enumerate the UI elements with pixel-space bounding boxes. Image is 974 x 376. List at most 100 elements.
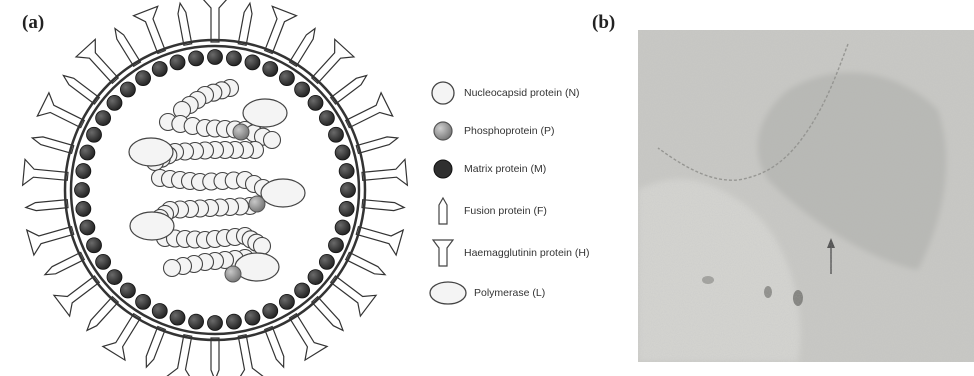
- matrix-bead: [189, 51, 204, 66]
- fusion-spike: [143, 327, 166, 369]
- legend-item-nucleocapsid: Nucleocapsid protein (N): [428, 78, 580, 108]
- fusion-spike: [84, 297, 118, 333]
- matrix-bead: [96, 111, 111, 126]
- polymerase-ellipse: [235, 253, 279, 281]
- phosphoprotein-bead: [233, 124, 249, 140]
- phosphoprotein-bead: [225, 266, 241, 282]
- haemagglutinin-spike: [256, 6, 296, 56]
- matrix-bead: [335, 145, 350, 160]
- legend-item-matrix: Matrix protein (M): [428, 154, 546, 184]
- legend-label-phosphoprotein: Phosphoprotein (P): [464, 125, 554, 137]
- fusion-spike: [356, 134, 399, 153]
- fusion-spike: [211, 338, 219, 376]
- matrix-bead: [76, 201, 91, 216]
- electron-micrograph: [638, 30, 974, 362]
- fusion-spike: [112, 26, 141, 66]
- haemagglutinin-spike: [325, 269, 376, 316]
- polymerase-ellipse: [243, 99, 287, 127]
- matrix-bead: [308, 270, 323, 285]
- virus-diagram: [0, 0, 430, 376]
- matrix-bead: [226, 314, 241, 329]
- fusion-spike: [61, 72, 99, 104]
- matrix-bead: [136, 71, 151, 86]
- haemagglutinin-spike: [282, 309, 327, 360]
- matrix-bead: [120, 82, 135, 97]
- matrix-bead: [339, 201, 354, 216]
- matrix-bead: [341, 183, 356, 198]
- fusion-spike: [290, 26, 319, 66]
- matrix-bead: [308, 95, 323, 110]
- phosphoprotein-icon: [428, 116, 458, 146]
- matrix-bead: [136, 294, 151, 309]
- matrix-bead: [263, 303, 278, 318]
- matrix-bead: [335, 220, 350, 235]
- haemagglutinin-spike: [103, 309, 148, 360]
- fusion-spike: [331, 72, 369, 104]
- fusion-spike: [25, 200, 68, 212]
- matrix-bead: [152, 303, 167, 318]
- fusion-spike: [176, 3, 192, 46]
- nucleocapsid-icon: [428, 78, 458, 108]
- haemagglutinin-spike: [134, 6, 174, 56]
- matrix-bead: [319, 111, 334, 126]
- haemagglutinin-icon: [428, 238, 458, 268]
- fusion-spike: [238, 3, 254, 46]
- haemagglutinin-spike: [202, 0, 228, 42]
- haemagglutinin-spike: [54, 269, 105, 316]
- matrix-bead: [170, 55, 185, 70]
- matrix-bead: [245, 310, 260, 325]
- matrix-bead: [87, 238, 102, 253]
- matrix-bead: [208, 50, 223, 65]
- fusion-spike: [265, 327, 288, 369]
- matrix-bead: [80, 220, 95, 235]
- matrix-bead: [189, 314, 204, 329]
- matrix-bead: [339, 164, 354, 179]
- matrix-bead: [279, 294, 294, 309]
- matrix-bead: [152, 62, 167, 77]
- matrix-bead: [170, 310, 185, 325]
- matrix-bead: [295, 82, 310, 97]
- polymerase-ellipse: [130, 212, 174, 240]
- legend-item-fusion: Fusion protein (F): [428, 196, 547, 226]
- legend-label-haemagglutinin: Haemagglutinin protein (H): [464, 247, 589, 259]
- matrix-bead: [87, 127, 102, 142]
- matrix-bead: [107, 270, 122, 285]
- legend-label-nucleocapsid: Nucleocapsid protein (N): [464, 87, 580, 99]
- legend-item-polymerase: Polymerase (L): [428, 278, 545, 308]
- haemagglutinin-spike: [37, 93, 88, 136]
- polymerase-ellipse: [129, 138, 173, 166]
- matrix-bead: [96, 254, 111, 269]
- fusion-spike: [43, 252, 84, 278]
- matrix-bead: [120, 283, 135, 298]
- polymerase-ellipse: [261, 179, 305, 207]
- matrix-bead: [319, 254, 334, 269]
- fusion-spike: [362, 200, 405, 212]
- haemagglutinin-spike: [23, 159, 69, 189]
- haemagglutinin-spike: [361, 159, 407, 189]
- haemagglutinin-spike: [76, 39, 125, 89]
- matrix-bead: [107, 95, 122, 110]
- panel-b-label: (b): [592, 12, 615, 34]
- phosphoprotein-bead: [249, 196, 265, 212]
- matrix-bead: [328, 238, 343, 253]
- haemagglutinin-spike: [342, 93, 393, 136]
- legend-label-fusion: Fusion protein (F): [464, 205, 547, 217]
- matrix-bead: [80, 145, 95, 160]
- legend-item-haemagglutinin: Haemagglutinin protein (H): [428, 238, 589, 268]
- legend-label-polymerase: Polymerase (L): [474, 287, 545, 299]
- nucleocapsid-bead: [164, 260, 181, 277]
- matrix-bead: [263, 62, 278, 77]
- legend-item-phosphoprotein: Phosphoprotein (P): [428, 116, 554, 146]
- fusion-spike: [346, 252, 387, 278]
- haemagglutinin-spike: [305, 39, 354, 89]
- nucleocapsid-bead: [264, 132, 281, 149]
- fusion-spike: [312, 297, 346, 333]
- fusion-icon: [428, 196, 458, 226]
- micrograph-grain: [638, 30, 974, 362]
- nucleocapsid-bead: [254, 238, 271, 255]
- fusion-spike: [31, 134, 74, 153]
- matrix-bead: [208, 316, 223, 331]
- matrix-bead: [226, 51, 241, 66]
- matrix-bead: [75, 183, 90, 198]
